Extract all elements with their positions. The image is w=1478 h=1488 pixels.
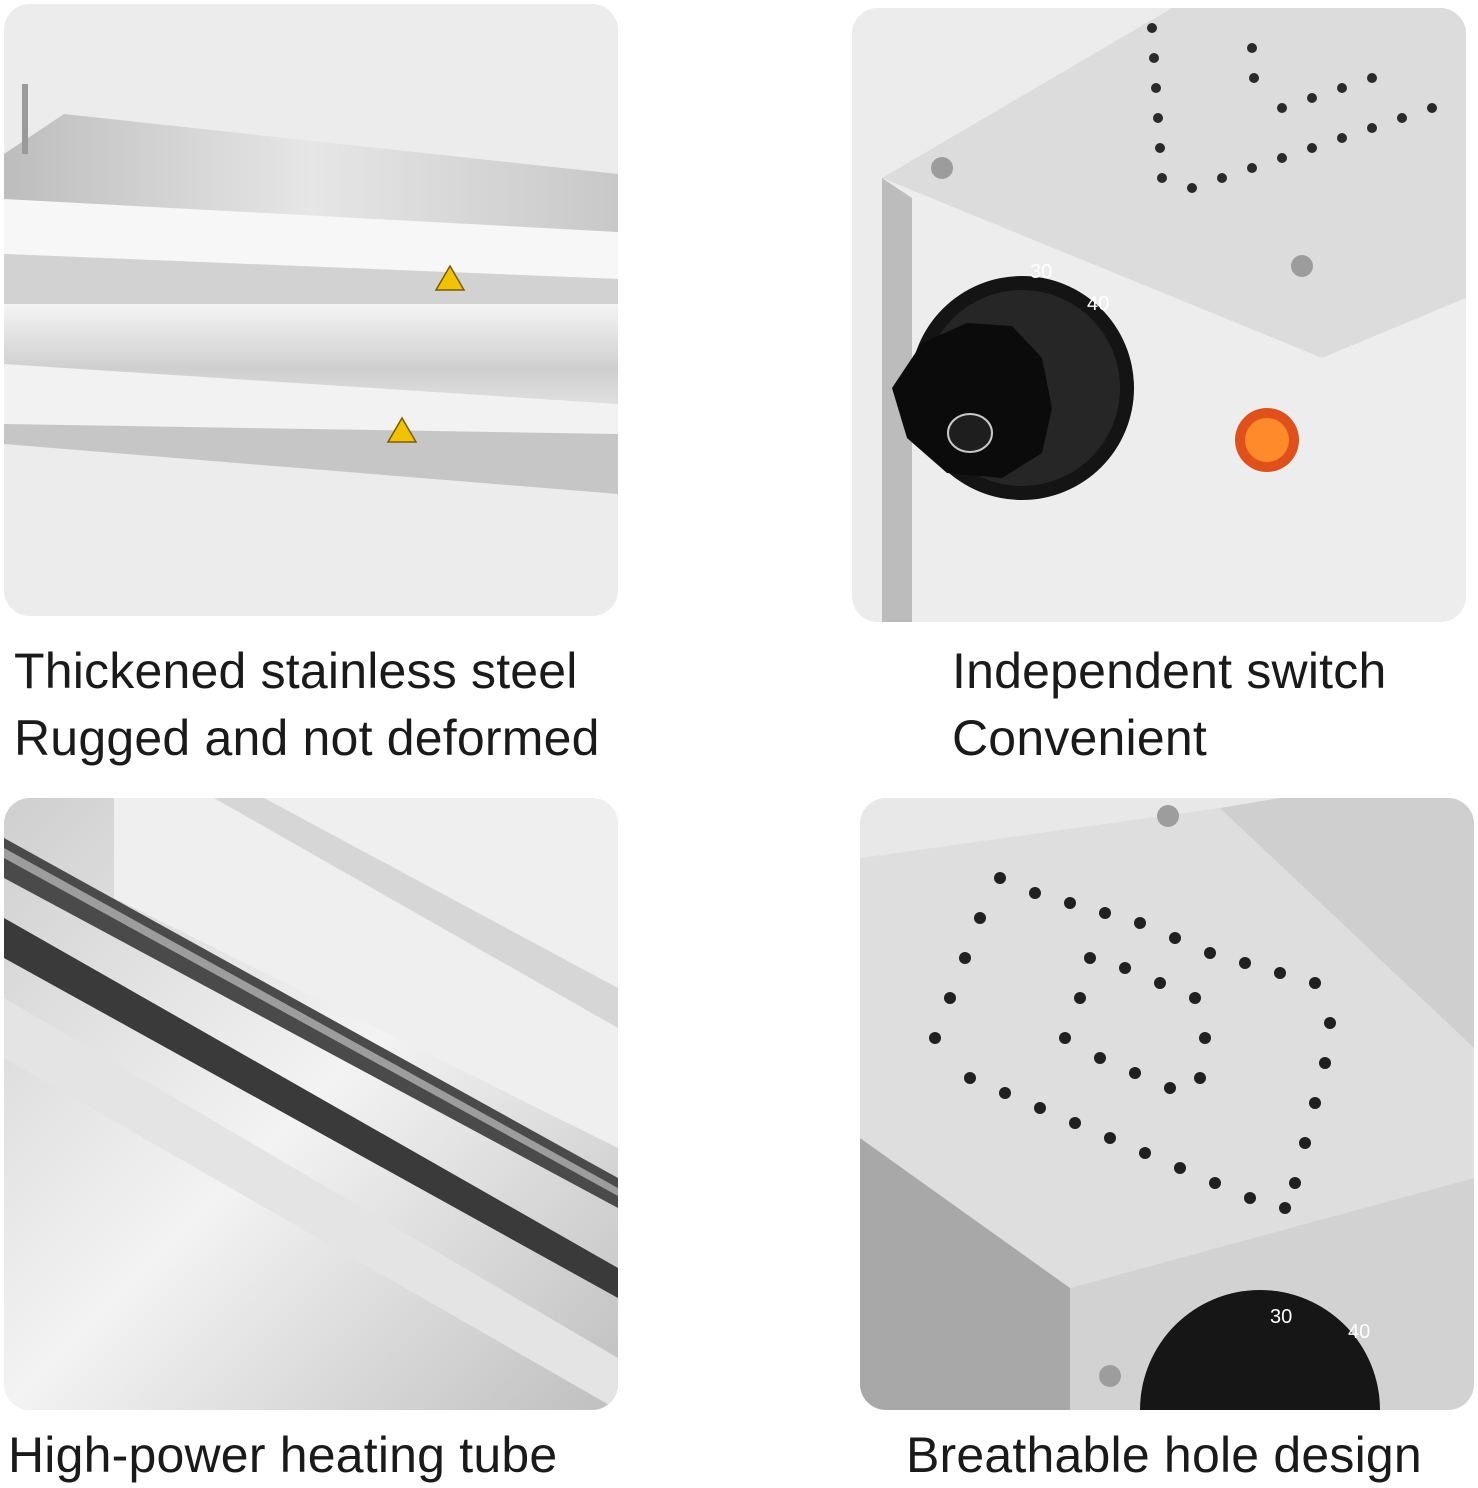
caption-switch-line-2: Convenient bbox=[952, 710, 1207, 766]
temperature-dial: 30 40 bbox=[1140, 1290, 1380, 1410]
indicator-light-icon bbox=[1235, 408, 1299, 472]
dial-mark-40: 40 bbox=[1348, 1321, 1370, 1343]
warning-triangle-icon bbox=[434, 264, 466, 291]
caption-stainless-steel-line-2: Rugged and not deformed bbox=[14, 710, 600, 766]
temperature-dial[interactable]: 30 40 bbox=[892, 261, 1134, 500]
dial-mark-30: 30 bbox=[1270, 1306, 1292, 1328]
vent-holes-photo: 30 40 bbox=[860, 798, 1474, 1410]
caption-heating-tube: High-power heating tube bbox=[8, 1427, 558, 1483]
caption-switch-line-1: Independent switch bbox=[952, 643, 1387, 699]
caption-stainless-steel-line-1: Thickened stainless steel bbox=[14, 643, 578, 699]
stainless-steel-trays-photo bbox=[4, 4, 618, 616]
caption-vent-holes: Breathable hole design bbox=[906, 1427, 1422, 1483]
heating-tube-photo bbox=[4, 798, 618, 1410]
dial-mark-30: 30 bbox=[1030, 261, 1052, 283]
dial-mark-40: 40 bbox=[1087, 293, 1109, 315]
warning-triangle-icon bbox=[386, 416, 418, 443]
temperature-knob-photo: 30 40 bbox=[852, 8, 1466, 622]
